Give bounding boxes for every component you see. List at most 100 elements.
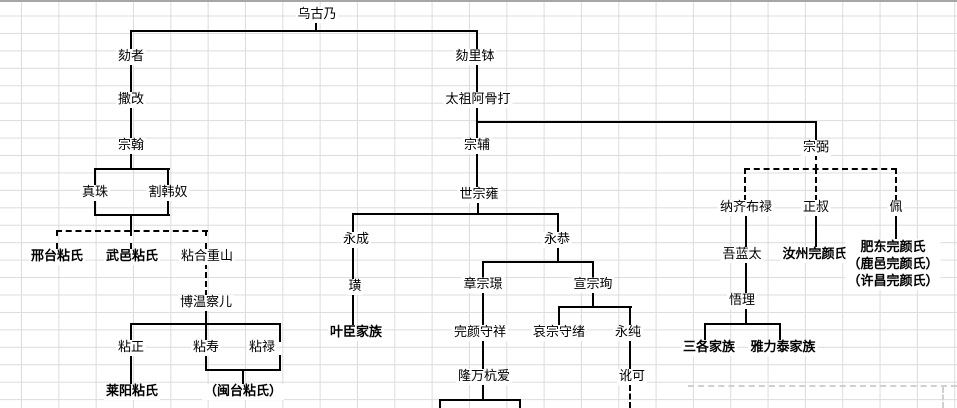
connector-line-dashed — [895, 168, 897, 201]
node-feidong-wanyan-clan: 肥东完颜氏 （鹿邑完颜氏） （许昌完颜氏） — [845, 239, 941, 290]
node-yongchun: 永纯 — [612, 325, 644, 341]
connector-line — [439, 399, 521, 401]
connector-line — [482, 261, 594, 263]
node-sagai: 撒改 — [115, 92, 147, 108]
connector-line — [94, 214, 170, 216]
connector-line — [704, 323, 781, 325]
connector-line — [279, 323, 281, 342]
node-zhangzong-jing: 章宗璟 — [461, 277, 505, 293]
connector-line — [476, 64, 478, 93]
node-line-xuchang: （许昌完颜氏） — [847, 274, 939, 289]
node-wanyan-shouxiang: 完颜守祥 — [451, 325, 509, 341]
connector-line — [130, 214, 132, 232]
node-wulantai: 吾蓝太 — [720, 247, 764, 263]
connector-line — [279, 355, 281, 371]
connector-line — [476, 121, 817, 123]
connector-line — [94, 168, 96, 186]
connector-line — [629, 340, 631, 370]
connector-line — [205, 323, 207, 342]
node-xuanzong-xun: 宣宗珣 — [571, 277, 615, 293]
node-taizu-aguda: 太祖阿骨打 — [443, 92, 513, 108]
connector-line — [704, 323, 706, 341]
node-sange-family: 三各家族 — [680, 340, 738, 356]
node-xingtai-nian-clan: 邢台粘氏 — [28, 249, 86, 265]
connector-line — [482, 384, 484, 401]
node-yonggong: 永恭 — [541, 232, 573, 248]
connector-line — [815, 121, 817, 141]
node-hezhe: 劾者 — [115, 49, 147, 65]
connector-line — [352, 213, 354, 232]
page-break-line — [688, 385, 957, 387]
connector-line — [557, 247, 559, 263]
node-eke: 讹可 — [616, 369, 648, 385]
connector-line-dashed — [205, 263, 207, 296]
connector-line-dashed — [815, 154, 817, 170]
connector-line-dashed — [744, 168, 746, 201]
connector-line — [477, 202, 479, 215]
connector-line — [352, 247, 354, 279]
connector-line — [482, 340, 484, 370]
connector-line — [557, 213, 559, 232]
node-line-feidong: 肥东完颜氏 — [860, 240, 926, 255]
connector-line — [745, 215, 747, 248]
node-wuyi-nian-clan: 武邑粘氏 — [103, 249, 161, 265]
node-nianhe-zhongshan: 粘合重山 — [178, 249, 236, 265]
node-huang: 璜 — [346, 279, 364, 295]
connector-line — [130, 323, 132, 342]
node-zongbi: 宗弼 — [800, 140, 832, 156]
node-naqibulu: 纳齐布禄 — [717, 200, 775, 216]
node-shizong-yong: 世宗雍 — [457, 187, 501, 203]
connector-line — [629, 306, 631, 325]
connector-line — [167, 168, 169, 186]
connector-line — [205, 355, 207, 371]
connector-line — [439, 399, 441, 408]
node-nianshou: 粘寿 — [190, 340, 222, 356]
connector-line — [558, 306, 632, 308]
node-zongfu: 宗辅 — [461, 138, 493, 154]
node-yongcheng: 永成 — [340, 232, 372, 248]
node-wuli: 悟理 — [726, 293, 758, 309]
connector-line-dashed — [205, 230, 207, 249]
node-bowenchaer: 博温察儿 — [177, 295, 235, 311]
connector-line-dashed — [629, 385, 631, 408]
sheet-top-border — [0, 0, 957, 2]
connector-line — [779, 323, 781, 341]
connector-line — [482, 292, 484, 325]
connector-line-dashed — [744, 168, 897, 170]
connector-line — [352, 213, 559, 215]
connector-line — [476, 30, 478, 50]
connector-line — [745, 262, 747, 295]
connector-line-dashed — [815, 168, 817, 201]
connector-line — [476, 107, 478, 139]
node-helibo: 劾里钵 — [453, 49, 497, 65]
node-yechen-family: 叶臣家族 — [327, 325, 385, 341]
connector-line — [167, 200, 169, 216]
connector-line — [476, 153, 478, 188]
connector-line — [482, 261, 484, 278]
connector-line — [895, 215, 897, 248]
node-ruzhou-wanyan-clan: 汝州完颜氏 — [780, 247, 850, 263]
connector-line — [205, 309, 207, 325]
node-nianlu: 粘禄 — [246, 340, 278, 356]
connector-line-dashed — [56, 230, 208, 232]
node-zhenzhu: 真珠 — [79, 185, 111, 201]
node-zonghan: 宗翰 — [115, 138, 147, 154]
node-wugunai: 乌古乃 — [295, 7, 339, 23]
connector-line — [745, 308, 747, 325]
connector-line — [130, 107, 132, 139]
connector-line — [242, 369, 244, 385]
connector-line — [558, 306, 560, 325]
node-line-luyi: （鹿邑完颜氏） — [847, 257, 939, 272]
connector-line — [315, 21, 317, 32]
connector-line — [130, 30, 478, 32]
connector-line — [130, 153, 132, 170]
node-yalitai-family: 雅力泰家族 — [748, 340, 818, 356]
connector-line — [592, 292, 594, 308]
node-longwan-hangai: 隆万杭爱 — [455, 369, 513, 385]
connector-line — [130, 64, 132, 93]
connector-line — [815, 215, 817, 248]
connector-line — [94, 168, 170, 170]
node-nianzheng: 粘正 — [115, 340, 147, 356]
connector-line — [130, 355, 132, 385]
